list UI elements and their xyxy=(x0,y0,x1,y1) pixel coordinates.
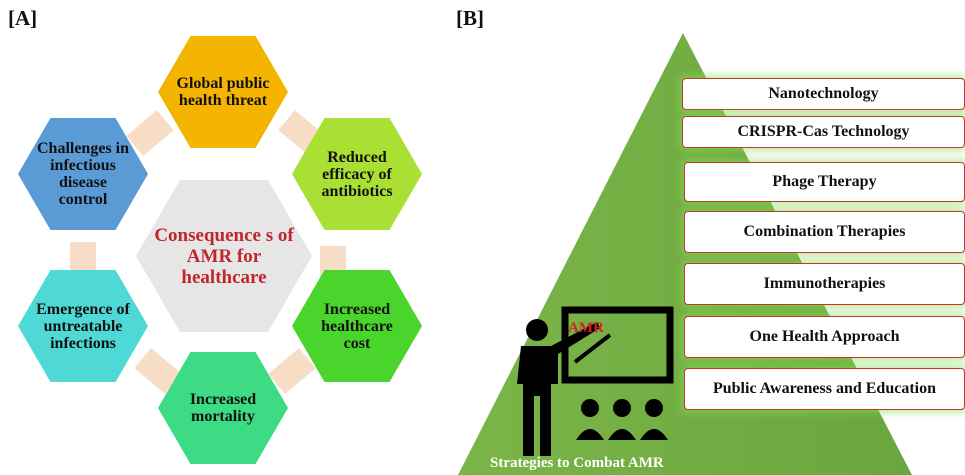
panel-a-label: [A] xyxy=(8,6,38,30)
hexagon-6: Challenges in infectious disease control xyxy=(18,118,148,230)
strategy-bar-6: One Health Approach xyxy=(684,316,965,358)
strategy-bar-4: Combination Therapies xyxy=(684,211,965,253)
pointer-icon xyxy=(573,333,612,364)
strategy-bar-1: Nanotechnology xyxy=(682,78,965,110)
strategy-bar-3: Phage Therapy xyxy=(684,162,965,202)
audience-icon xyxy=(576,399,668,440)
strategy-bar-2: CRISPR-Cas Technology xyxy=(682,116,965,148)
strategy-bar-5: Immunotherapies xyxy=(684,263,965,305)
strategy-bar-7: Public Awareness and Education xyxy=(684,368,965,410)
teacher-icon xyxy=(517,319,600,456)
panel-b-label: [B] xyxy=(456,6,484,30)
pyramid-caption: Strategies to Combat AMR xyxy=(490,455,664,471)
teacher-illustration xyxy=(517,306,674,456)
amr-board-label: AMR xyxy=(568,320,604,336)
